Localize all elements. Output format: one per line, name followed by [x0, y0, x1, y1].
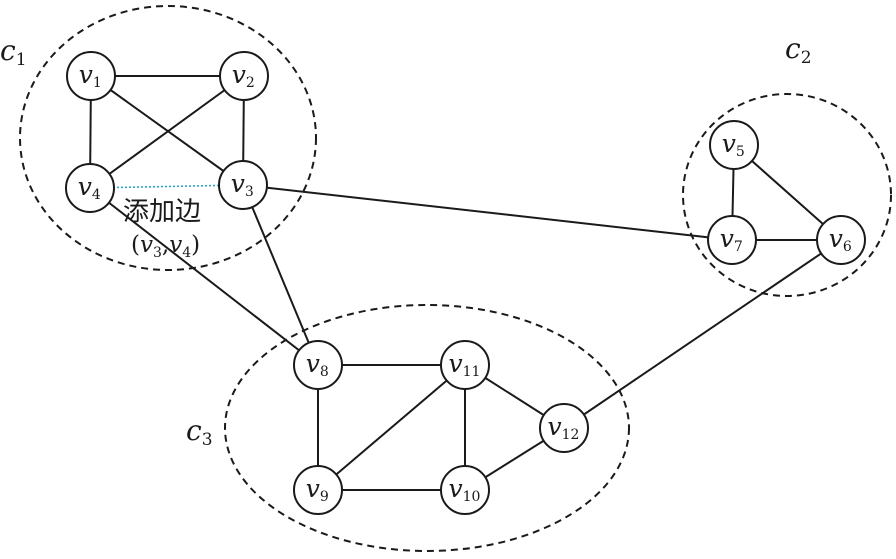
community-c2 — [682, 93, 892, 297]
edge-v1-v3 — [90, 75, 244, 186]
node-label-v11: v11 — [449, 349, 481, 380]
node-label-v8: v8 — [306, 349, 329, 380]
node-v2: v2 — [219, 51, 269, 101]
edge-v6-v12 — [563, 239, 842, 429]
node-v9: v9 — [293, 465, 343, 515]
node-v12: v12 — [539, 403, 589, 453]
node-circle-v5 — [709, 120, 759, 170]
edge-v9-v11 — [317, 364, 466, 491]
node-circle-v11 — [440, 340, 490, 390]
node-v1: v1 — [66, 51, 116, 101]
node-circle-v7 — [707, 215, 757, 265]
node-circle-v4 — [65, 163, 115, 213]
node-circle-v9 — [293, 465, 343, 515]
node-label-v5: v5 — [722, 129, 745, 160]
community-c3 — [224, 304, 630, 552]
node-circle-v1 — [66, 51, 116, 101]
node-v5: v5 — [709, 120, 759, 170]
node-label-v9: v9 — [306, 474, 329, 505]
added-edge-pair-label: (v3,v4) — [131, 232, 200, 261]
added-edge-caption: 添加边 — [123, 197, 201, 227]
edge-v4-v8 — [89, 187, 319, 366]
node-circle-v3 — [218, 160, 268, 210]
node-label-v2: v2 — [232, 60, 255, 91]
node-v7: v7 — [707, 215, 757, 265]
node-label-v3: v3 — [231, 169, 254, 200]
node-v11: v11 — [440, 340, 490, 390]
node-v3: v3 — [218, 160, 268, 210]
community-label-c3: c3 — [186, 414, 213, 450]
node-circle-v10 — [440, 465, 490, 515]
node-label-v1: v1 — [79, 60, 102, 91]
node-v10: v10 — [440, 465, 490, 515]
node-label-v4: v4 — [78, 172, 101, 203]
nodes: v1 v2 v3 v4 v5 v6 v7 v8 v9 v10 v11 v12 — [65, 51, 866, 515]
node-label-v12: v12 — [548, 412, 580, 443]
node-label-v6: v6 — [829, 224, 852, 255]
added-edge-v3-v4 — [113, 184, 220, 189]
edge-v3-v7 — [242, 184, 733, 241]
node-circle-v2 — [219, 51, 269, 101]
node-circle-v6 — [816, 215, 866, 265]
node-label-v7: v7 — [720, 224, 743, 255]
node-v8: v8 — [293, 340, 343, 390]
community-labels: c1 c2 c3 — [0, 32, 812, 450]
community-label-c2: c2 — [785, 32, 812, 68]
node-label-v10: v10 — [449, 474, 481, 505]
community-regions — [19, 5, 892, 552]
edge-v3-v8 — [242, 184, 319, 366]
edge-v2-v4 — [89, 75, 245, 189]
community-label-c1: c1 — [0, 34, 27, 70]
node-v6: v6 — [816, 215, 866, 265]
node-circle-v8 — [293, 340, 343, 390]
node-circle-v12 — [539, 403, 589, 453]
community-c1 — [19, 5, 317, 271]
node-v4: v4 — [65, 163, 115, 213]
